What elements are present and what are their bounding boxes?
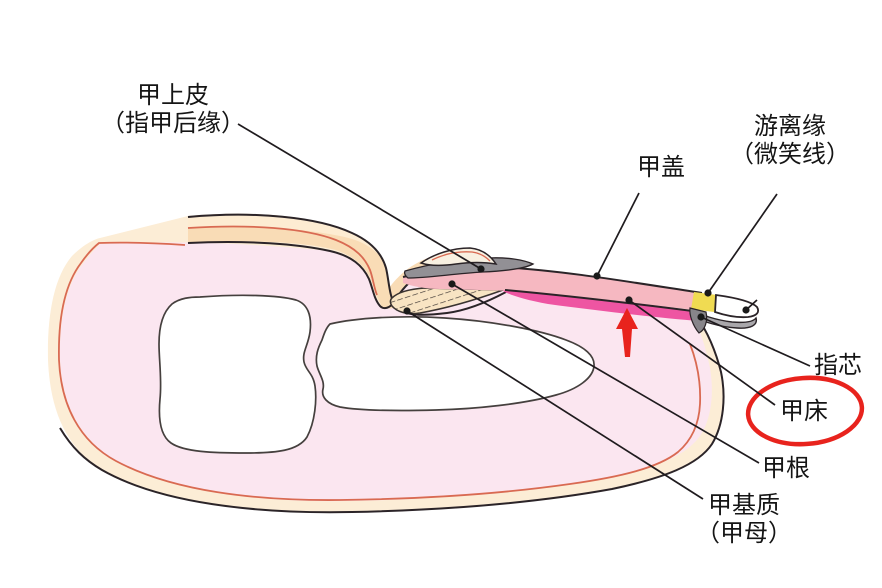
- dot-nail-root: [448, 280, 456, 288]
- label-finger-core: 指芯: [814, 352, 862, 379]
- dot-eponychium: [477, 265, 485, 273]
- finger-outline: [59, 317, 725, 514]
- leader-free-edge: [707, 193, 778, 294]
- bone-shaft: [315, 315, 595, 412]
- highlight-ellipse: [745, 375, 865, 447]
- label-nail-matrix-line1: 甲基质: [708, 492, 780, 519]
- label-eponychium-line2: （指甲后缘）: [101, 110, 245, 138]
- leader-nail-bed: [628, 299, 776, 406]
- nail-fold-shape: [188, 213, 396, 309]
- dot-tip: [742, 306, 750, 314]
- dot-nail-bed: [625, 296, 633, 304]
- free-edge-shape: [714, 293, 760, 319]
- label-nail-plate: 甲盖: [637, 154, 685, 181]
- leader-nail-plate: [596, 192, 640, 277]
- bone-distal: [158, 294, 317, 454]
- label-nail-matrix: 甲基质 （甲母）: [674, 492, 814, 548]
- label-free-edge: 游离缘 （微笑线）: [715, 113, 865, 169]
- anchor-dots: [403, 265, 750, 321]
- label-eponychium: 甲上皮 （指甲后缘）: [93, 82, 253, 138]
- dot-finger-core: [697, 313, 705, 321]
- smile-line-patch: [691, 292, 717, 312]
- label-nail-matrix-line2: （甲母）: [696, 520, 792, 548]
- nail-plate-shape: [403, 266, 697, 310]
- fold-outer-line: [187, 213, 507, 316]
- label-nail-root: 甲根: [762, 455, 810, 482]
- label-eponychium-line1: 甲上皮: [137, 82, 209, 109]
- dot-nail-plate: [593, 272, 601, 280]
- label-nail-bed: 甲床: [780, 398, 828, 425]
- hyponychium-flap: [690, 307, 758, 329]
- nail-bed-strip: [503, 289, 700, 321]
- dot-free-edge: [704, 289, 712, 297]
- leader-nail-matrix: [406, 310, 704, 500]
- label-free-edge-line1: 游离缘: [754, 113, 826, 140]
- bones: [158, 294, 595, 454]
- nail-plate-bottom-line: [504, 289, 701, 313]
- leader-eponychium: [237, 123, 482, 270]
- red-arrow: [616, 308, 638, 357]
- band-red-line: [187, 225, 378, 296]
- red-annotations: [616, 308, 865, 447]
- cuticle-red-line: [431, 251, 491, 262]
- dot-nail-matrix: [403, 307, 411, 315]
- label-free-edge-line2: （微笑线）: [730, 141, 850, 169]
- epidermis-strip: [188, 214, 379, 255]
- nail-matrix-hatch: [390, 288, 503, 314]
- skin-inner-line: [58, 241, 702, 501]
- leader-lines: [237, 123, 811, 500]
- nail-complex: [389, 247, 760, 334]
- leader-finger-core: [700, 316, 811, 367]
- leader-nail-root: [451, 283, 760, 464]
- cuticle-flap: [419, 247, 498, 267]
